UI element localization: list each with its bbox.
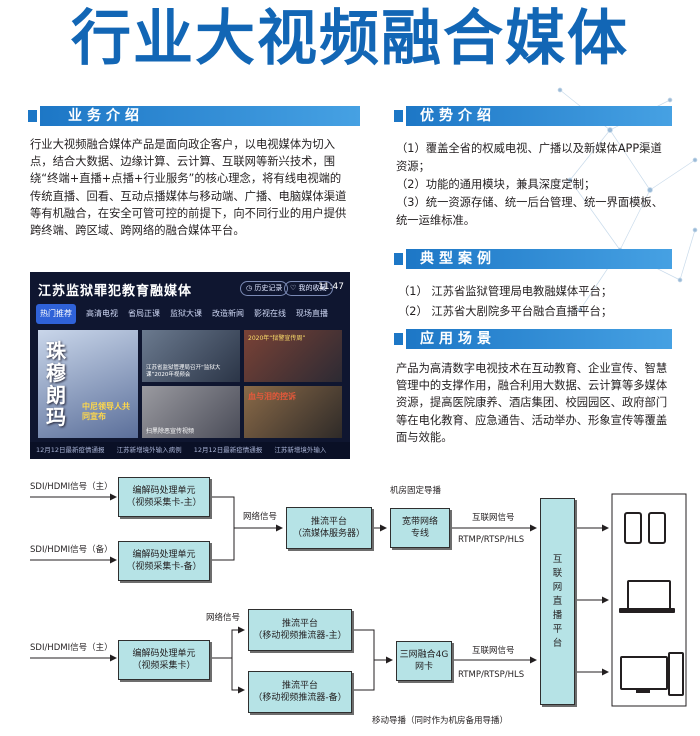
push-main-box: 推流平台（移动视频推流器-主） bbox=[248, 609, 352, 651]
tab-news[interactable]: 改造新闻 bbox=[212, 309, 244, 318]
input-label: SDI/HDMI信号（备） bbox=[30, 545, 113, 555]
list-item: （2）功能的通用模块，兼具深度定制； bbox=[396, 178, 596, 191]
list-item: （2） 江苏省大剧院多平台融合直播平台； bbox=[398, 305, 613, 318]
desktop-icon bbox=[620, 656, 668, 690]
intro-paragraph: 行业大视频融合媒体产品是面向政企客户，以电视媒体为切入点，结合大数据、边缘计算、… bbox=[30, 138, 347, 238]
net-signal-label: 网络信号 bbox=[243, 512, 278, 522]
broadband-box: 宽带网络专线 bbox=[390, 508, 450, 548]
encoder-main-box: 编解码处理单元（视频采集卡-主） bbox=[118, 477, 210, 517]
push-platform-box: 推流平台（流媒体服务器） bbox=[286, 507, 372, 549]
favorites-button[interactable]: ♡ 我的收藏 bbox=[284, 281, 333, 296]
section-heading-cases: 典型案例 bbox=[394, 249, 672, 269]
room-label: 机房固定导播 bbox=[390, 486, 442, 496]
live-platform-box: 互联网直播平台 bbox=[540, 498, 575, 705]
tv-ui-screenshot: 江苏监狱罪犯教育融媒体 ◷ 历史记录 ♡ 我的收藏 11:47 热门推荐 高清电… bbox=[30, 272, 350, 459]
net-signal-label: 网络信号 bbox=[206, 613, 241, 623]
video-tile[interactable]: 2020年“狱警宣传周” bbox=[244, 330, 342, 382]
protocols-label: RTMP/RTSP/HLS bbox=[458, 535, 525, 545]
tab-movies[interactable]: 影视在线 bbox=[254, 309, 286, 318]
news-ticker: 12月12日最新疫情通报 江苏新增境外输入病例 12月12日最新疫情通报 江苏新… bbox=[30, 442, 350, 459]
feature-tile[interactable]: 珠穆朗玛 中尼领导人共同宣布 bbox=[38, 330, 138, 438]
video-tile[interactable]: 血与泪的控诉 bbox=[244, 386, 342, 438]
laptop-base bbox=[619, 608, 675, 613]
tab-prison[interactable]: 监狱大课 bbox=[170, 309, 202, 318]
push-backup-box: 推流平台（移动视频推流器-备） bbox=[248, 671, 352, 713]
laptop-icon bbox=[627, 580, 671, 610]
clock: 11:47 bbox=[318, 282, 344, 292]
list-item: （1）覆盖全省的权威电视、广播以及新媒体APP渠道资源； bbox=[396, 142, 662, 173]
tab-bar: 热门推荐 高清电视 省局正课 监狱大课 改造新闻 影视在线 现场直播 bbox=[30, 304, 350, 324]
page-title: 行业大视频融合媒体 bbox=[71, 4, 629, 74]
tab-live[interactable]: 现场直播 bbox=[296, 309, 328, 318]
internet-signal-label: 互联网信号 bbox=[472, 513, 515, 523]
protocols-label: RTMP/RTSP/HLS bbox=[458, 670, 525, 680]
desktop-stand bbox=[636, 689, 650, 693]
mobile-label: 移动导播（同时作为机房备用导播） bbox=[372, 716, 509, 726]
phone-icon bbox=[648, 512, 666, 544]
encoder-box: 编解码处理单元（视频采集卡） bbox=[118, 640, 210, 680]
tab-province[interactable]: 省局正课 bbox=[128, 309, 160, 318]
feature-title: 珠穆朗玛 bbox=[46, 339, 66, 429]
section-heading-intro: 业务介绍 bbox=[28, 106, 360, 126]
input-label: SDI/HDMI信号（主） bbox=[30, 482, 113, 492]
list-item: （3）统一资源存储、统一后台管理、统一界面模板、统一运维标准。 bbox=[396, 196, 664, 227]
desktop-tower bbox=[668, 652, 684, 696]
section-heading-advantages: 优势介绍 bbox=[394, 106, 672, 126]
list-item: （1） 江苏省监狱管理局电教融媒体平台； bbox=[398, 285, 613, 298]
phone-icon bbox=[624, 512, 642, 544]
cases-list: （1） 江苏省监狱管理局电教融媒体平台； （2） 江苏省大剧院多平台融合直播平台… bbox=[398, 282, 678, 322]
video-tile[interactable]: 扫黑除恶宣传视频 bbox=[142, 386, 240, 438]
internet-signal-label: 互联网信号 bbox=[472, 646, 515, 656]
screenshot-brand: 江苏监狱罪犯教育融媒体 bbox=[38, 284, 193, 299]
tab-hd-tv[interactable]: 高清电视 bbox=[86, 309, 118, 318]
input-label: SDI/HDMI信号（主） bbox=[30, 643, 113, 653]
scenarios-paragraph: 产品为高清数字电视技术在互动教育、企业宣传、智慧管理中的支撑作用，融合利用大数据… bbox=[396, 362, 668, 444]
section-heading-scenarios: 应用场景 bbox=[394, 329, 672, 349]
feature-subtitle: 中尼领导人共同宣布 bbox=[82, 402, 130, 421]
tab-hot[interactable]: 热门推荐 bbox=[36, 304, 76, 324]
advantages-list: （1）覆盖全省的权威电视、广播以及新媒体APP渠道资源； （2）功能的通用模块，… bbox=[396, 140, 672, 230]
encoder-backup-box: 编解码处理单元（视频采集卡-备） bbox=[118, 541, 210, 581]
video-tile[interactable]: 江苏省监狱管理局召开“监狱大课”2020年视频会 bbox=[142, 330, 240, 382]
